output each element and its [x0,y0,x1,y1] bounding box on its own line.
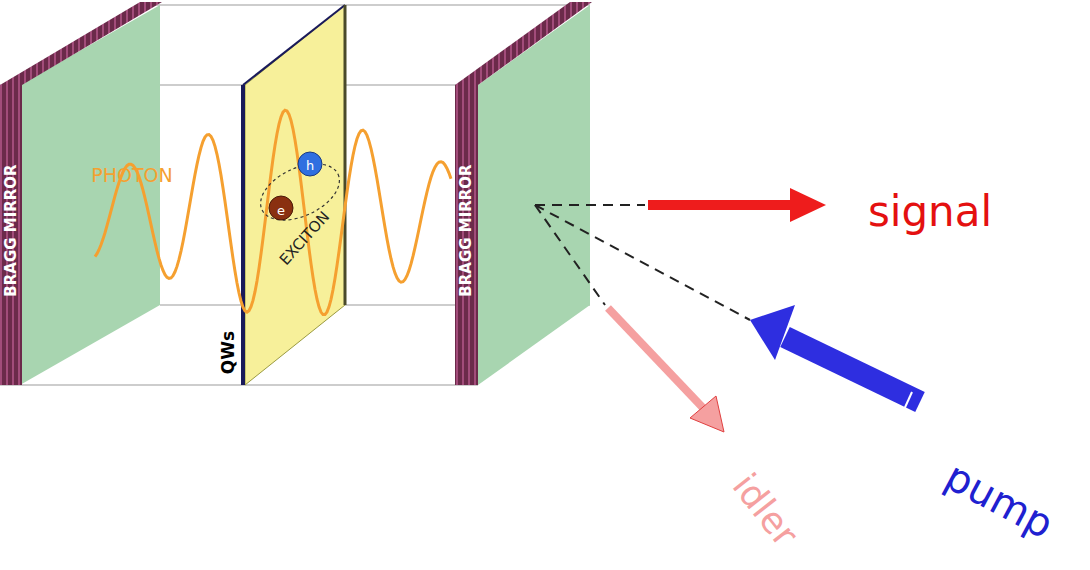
pump-arrow [750,305,920,414]
idler-label: idler [726,467,804,552]
mirror-edge [455,85,478,385]
signal-label: signal [868,191,992,233]
pump-label: pump [940,455,1060,544]
signal-arrow [648,188,826,222]
mirror-label: BRAGG MIRROR [458,164,473,296]
electron-sphere [269,196,293,220]
mirror-label: BRAGG MIRROR [4,164,19,296]
exciton-orbit [252,152,348,231]
mirror-edge [0,85,22,385]
photon-wave [95,110,451,314]
quantum-well-edge [243,5,345,85]
qw-label: QWs [220,330,237,373]
mirror-edge [455,2,592,85]
beam-guide-lines [535,205,750,320]
electron-label: e [277,204,285,217]
mirror-edge [0,2,162,85]
quantum-well-plane [245,5,345,385]
photon-label: PHOTON [91,166,172,185]
hole-sphere [298,152,322,176]
hole-label: h [306,159,314,172]
quantum-well-edge [344,5,347,305]
idler-arrow [608,308,724,432]
quantum-well-edge [241,85,245,385]
